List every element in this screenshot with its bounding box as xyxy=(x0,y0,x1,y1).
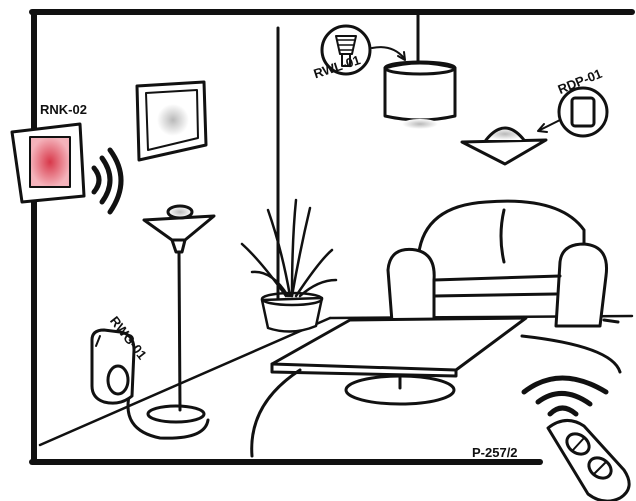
remote-label: P-257/2 xyxy=(472,446,518,459)
remote-control-icon xyxy=(548,420,629,501)
pendant-lamp xyxy=(385,12,455,129)
coffee-table xyxy=(272,318,526,404)
rnk-signal-waves xyxy=(94,150,121,212)
potted-plant xyxy=(242,200,336,332)
picture-frame xyxy=(137,82,206,160)
rdp-module-icon xyxy=(559,88,607,136)
remote-signal-waves xyxy=(524,378,606,414)
floor-lamp xyxy=(128,206,214,438)
ceiling-light xyxy=(462,128,546,164)
sofa xyxy=(388,201,618,326)
rnk-switch-icon xyxy=(12,124,84,202)
rnk-label: RNK-02 xyxy=(40,103,87,116)
